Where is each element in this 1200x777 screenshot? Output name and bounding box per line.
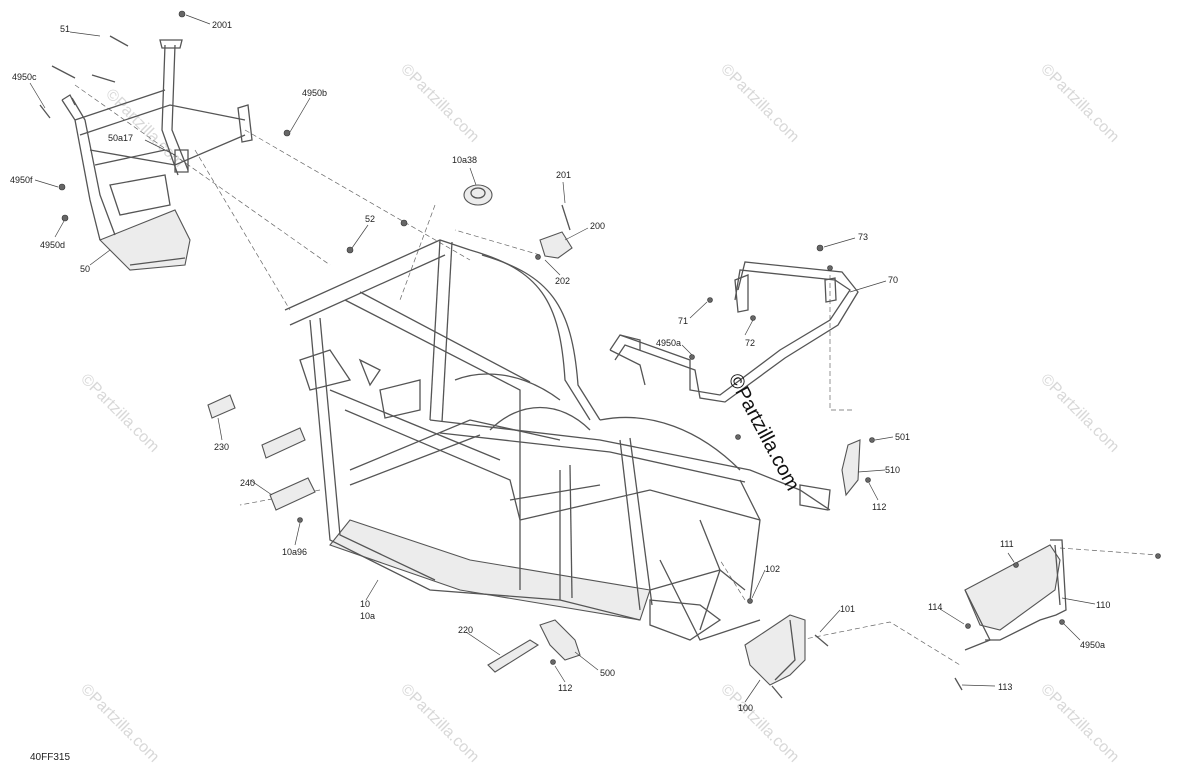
part-label: 102 (765, 564, 780, 574)
watermarks: ©Partzilla.com ©Partzilla.com ©Partzilla… (77, 61, 1122, 766)
assembly-lines (74, 84, 1159, 666)
bracket-110 (964, 539, 1067, 651)
rear-bumper (609, 261, 859, 403)
part-label: 50 (80, 264, 90, 274)
watermark: ©Partzilla.com (717, 61, 802, 146)
part-label: 114 (928, 602, 942, 612)
watermark: ©Partzilla.com (1037, 371, 1122, 456)
bracket-510 (841, 439, 861, 497)
watermark: ©Partzilla.com (717, 681, 802, 766)
bracket-500 (539, 619, 581, 661)
part-label: 4950a (656, 338, 681, 348)
part-label: 202 (555, 276, 570, 286)
part-label: 72 (745, 338, 755, 348)
part-label: 4950d (40, 240, 65, 250)
part-label: 10a38 (452, 155, 477, 165)
part-label: 220 (458, 625, 473, 635)
pad-240 (269, 477, 316, 511)
cap-10a38 (463, 184, 493, 206)
part-label: 10a96 (282, 547, 307, 557)
part-label: 500 (600, 668, 615, 678)
bracket-200 (539, 204, 573, 259)
part-label: 201 (556, 170, 571, 180)
watermark: ©Partzilla.com (397, 61, 482, 146)
part-label: 110 (1096, 600, 1110, 610)
part-label: 4950f (10, 175, 33, 185)
part-label: 112 (872, 502, 886, 512)
part-label: 113 (998, 682, 1012, 692)
pad-230 (207, 394, 306, 459)
part-label: 4950a (1080, 640, 1105, 650)
part-label: 71 (678, 316, 688, 326)
part-label: 52 (365, 214, 375, 224)
part-label: 111 (1000, 539, 1014, 549)
part-label: 112 (558, 683, 572, 693)
diagram-code: 40FF315 (30, 752, 70, 763)
watermark: ©Partzilla.com (1037, 681, 1122, 766)
part-label: 10a (360, 611, 375, 621)
part-label: 501 (895, 432, 910, 442)
part-label: 230 (214, 442, 229, 452)
part-label: 240 (240, 478, 255, 488)
plate-220 (487, 639, 540, 673)
leader-lines (29, 14, 1096, 703)
watermark: ©Partzilla.com (77, 681, 162, 766)
part-label: 100 (738, 703, 753, 713)
part-label: 51 (60, 24, 70, 34)
front-subframe (61, 39, 253, 271)
part-label: 70 (888, 275, 898, 285)
main-frame (284, 239, 831, 641)
part-label: 50a17 (108, 133, 133, 143)
part-label: 510 (885, 465, 900, 475)
part-label: 101 (840, 604, 855, 614)
bracket-100 (744, 614, 806, 686)
part-labels: 2001 51 4950c 4950b 50a17 4950f 4950d 50… (10, 20, 1110, 713)
watermark: ©Partzilla.com (397, 681, 482, 766)
part-label: 200 (590, 221, 605, 231)
part-label: 10 (360, 599, 370, 609)
part-label: 4950c (12, 72, 37, 82)
part-label: 2001 (212, 20, 232, 30)
watermark: ©Partzilla.com (1037, 61, 1122, 146)
fasteners (39, 10, 1161, 699)
watermark: ©Partzilla.com (77, 371, 162, 456)
part-label: 4950b (302, 88, 327, 98)
part-label: 73 (858, 232, 868, 242)
